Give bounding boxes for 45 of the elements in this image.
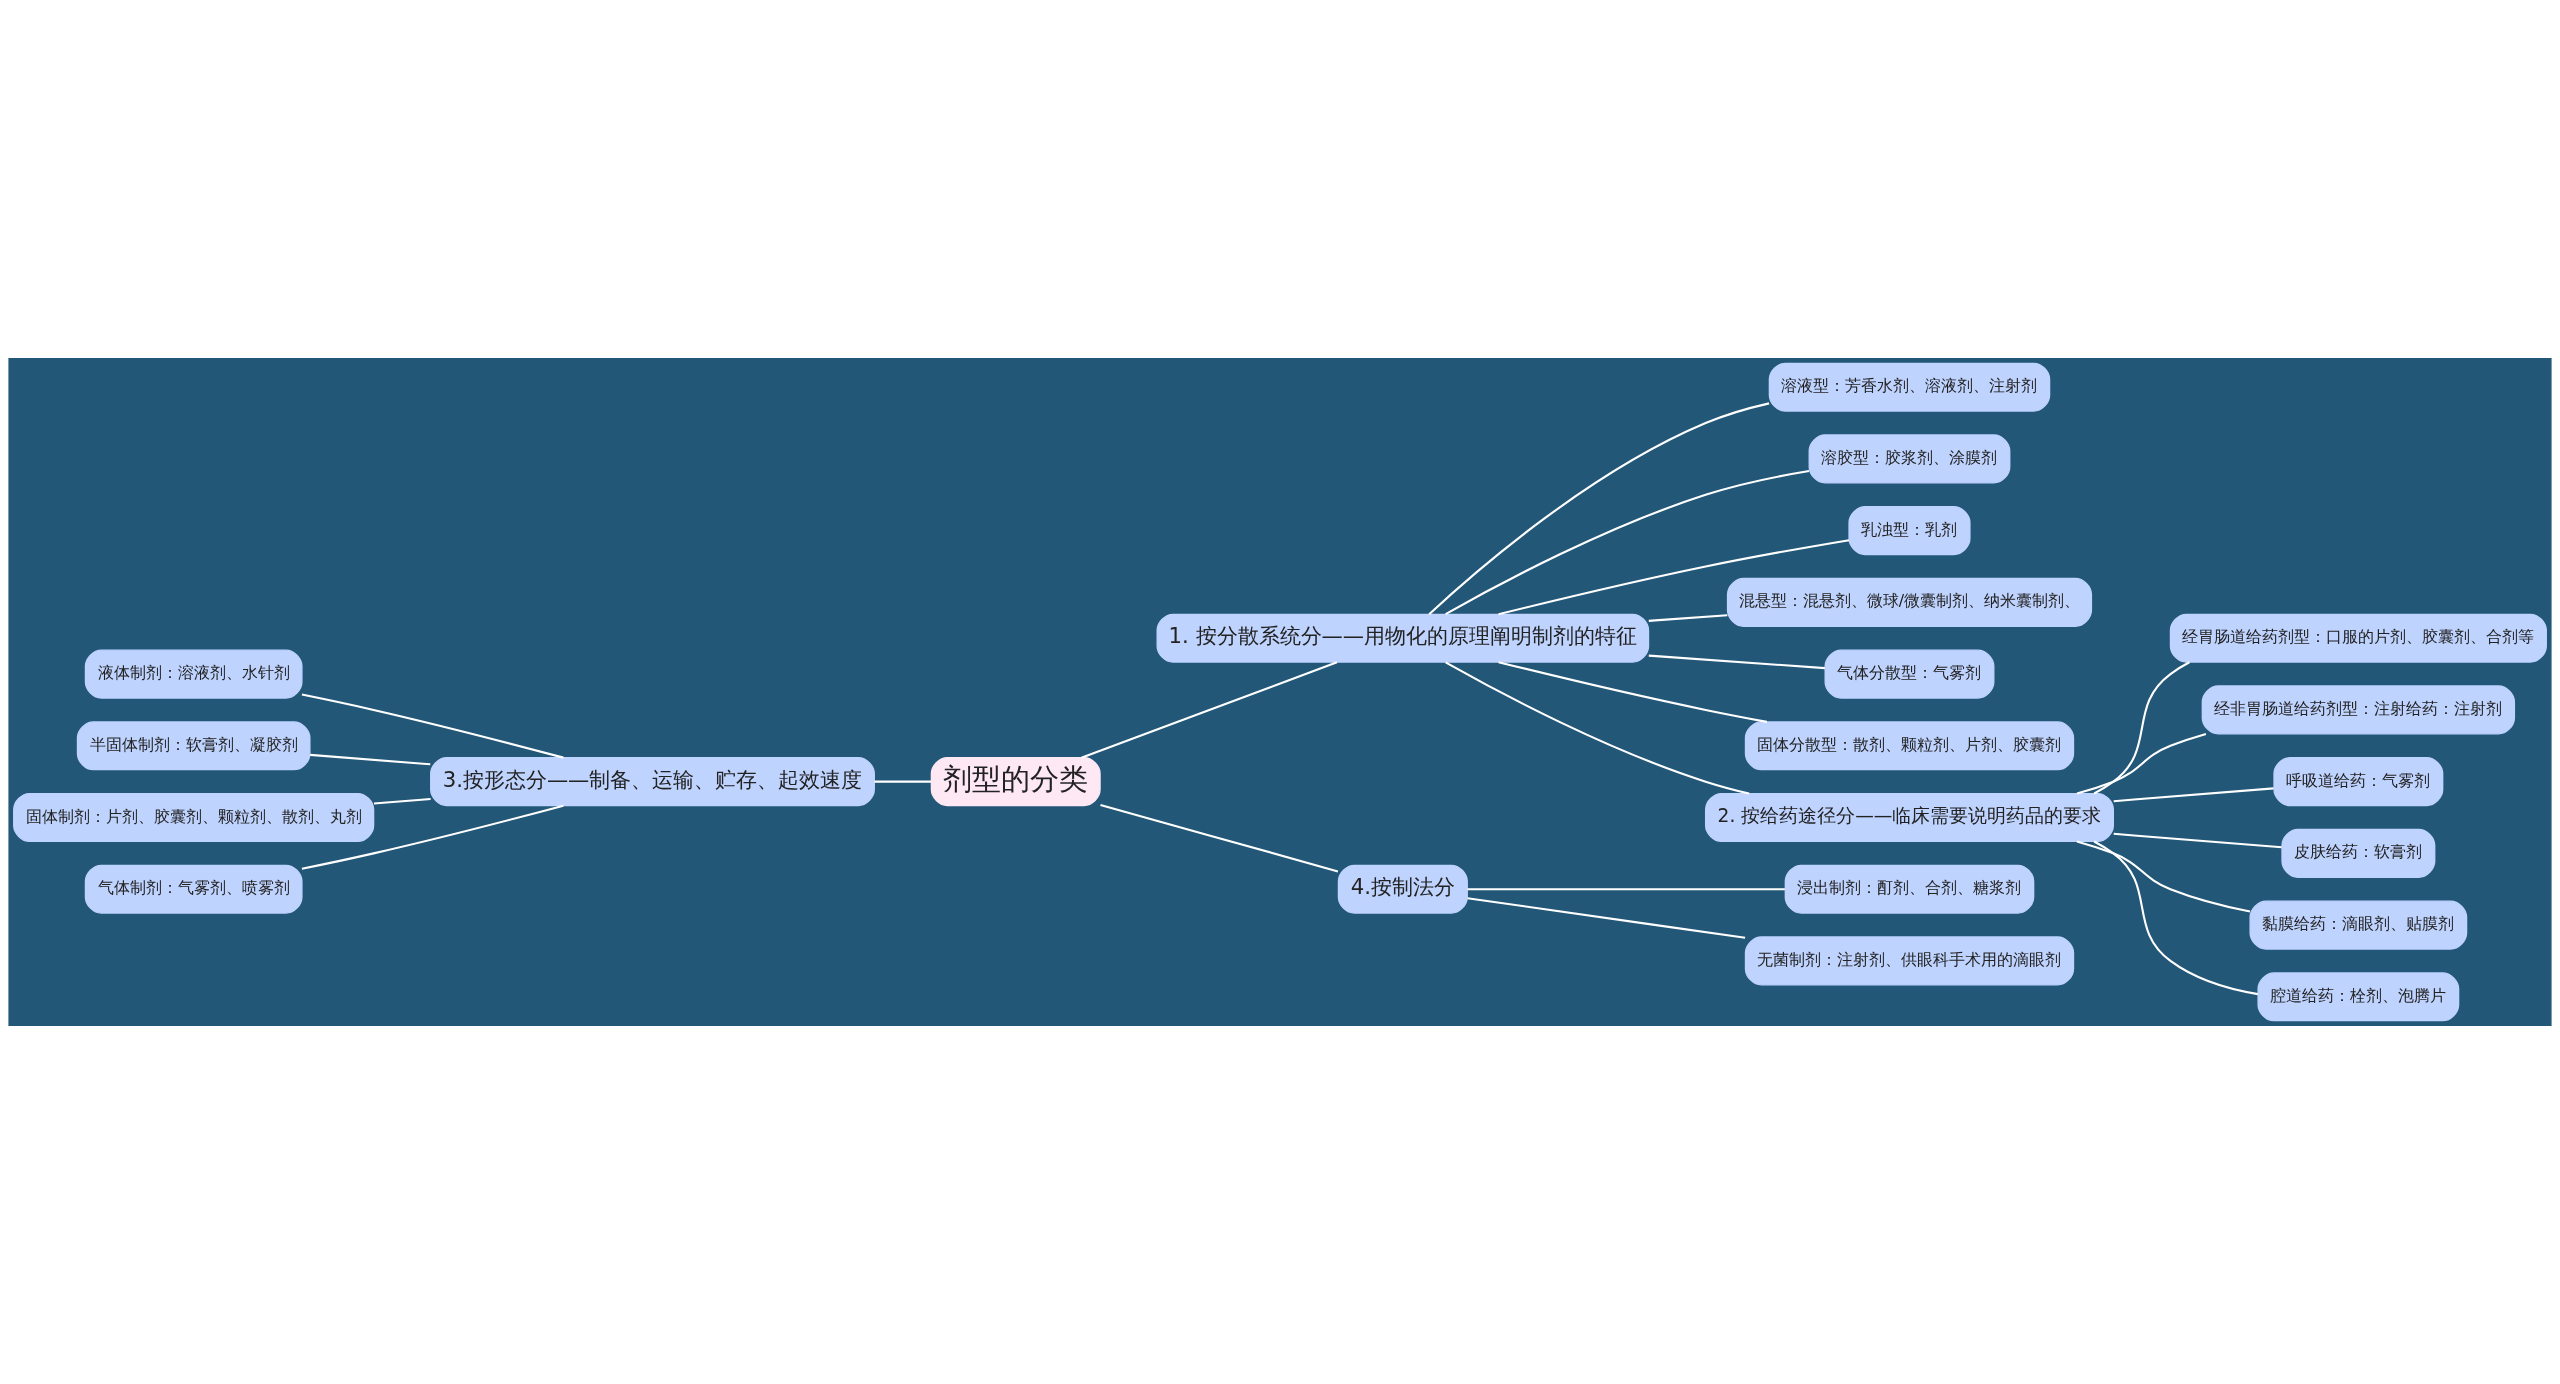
connector: [2076, 732, 2207, 795]
node-box: 呼吸道给药：气雾剂: [2273, 757, 2444, 807]
connector: [2113, 832, 2282, 849]
connector: [310, 753, 431, 766]
connector: [2076, 840, 2251, 913]
node-box: 腔道给药：栓剂、泡腾片: [2257, 972, 2460, 1022]
connector: [2093, 661, 2190, 795]
connector: [1498, 661, 1768, 723]
node-box: 皮肤给药：软膏剂: [2281, 828, 2436, 878]
connector: [373, 797, 431, 805]
node-box: 溶液型：芳香水剂、溶液剂、注射剂: [1768, 362, 2051, 412]
connector: [1081, 661, 1338, 759]
node-box: 1. 按分散系统分——用物化的原理阐明制剂的特征: [1156, 613, 1650, 663]
node-box: 3.按形态分——制备、运输、贮存、起效速度: [430, 757, 875, 807]
connector: [2093, 840, 2259, 996]
node-box: 乳浊型：乳剂: [1848, 506, 1971, 556]
connector: [2113, 787, 2274, 803]
connector: [301, 693, 564, 759]
connector: [301, 804, 564, 870]
node-box: 固体分散型：散剂、颗粒剂、片剂、胶囊剂: [1744, 721, 2075, 771]
node-box: 气体制剂：气雾剂、喷雾剂: [84, 864, 303, 914]
node-box: 经胃肠道给药剂型：口服的片剂、胶囊剂、合剂等: [2169, 613, 2547, 663]
connector: [1648, 614, 1728, 622]
node-box: 黏膜给药：滴眼剂、贴膜剂: [2249, 900, 2468, 950]
connector: [1445, 661, 1750, 795]
node-box: 经非胃肠道给药剂型：注射给药：注射剂: [2201, 685, 2516, 735]
connector: [1648, 654, 1825, 670]
connector: [1428, 402, 1770, 616]
node-box: 剂型的分类: [930, 757, 1101, 807]
connector: [1467, 897, 1746, 939]
node-box: 液体制剂：溶液剂、水针剂: [84, 649, 303, 699]
node-box: 混悬型：混悬剂、微球/微囊制剂、纳米囊制剂、: [1726, 577, 2093, 627]
node-box: 固体制剂：片剂、胶囊剂、颗粒剂、散剂、丸剂: [13, 792, 375, 843]
connector: [1100, 803, 1339, 873]
node-box: 半固体制剂：软膏剂、凝胶剂: [76, 721, 311, 771]
node-box: 2. 按给药途径分——临床需要说明药品的要求: [1704, 792, 2114, 843]
connector: [1467, 888, 1785, 891]
node-box: 浸出制剂：酊剂、合剂、糖浆剂: [1784, 864, 2035, 914]
node-box: 4.按制法分: [1337, 864, 1468, 914]
node-box: 无菌制剂：注射剂、供眼科手术用的滴眼剂: [1744, 936, 2075, 986]
connector: [1445, 470, 1810, 615]
node-box: 气体分散型：气雾剂: [1824, 649, 1995, 699]
node-box: 溶胶型：胶浆剂、涂膜剂: [1808, 434, 2011, 484]
connector: [874, 780, 931, 783]
connector: [1498, 539, 1850, 616]
